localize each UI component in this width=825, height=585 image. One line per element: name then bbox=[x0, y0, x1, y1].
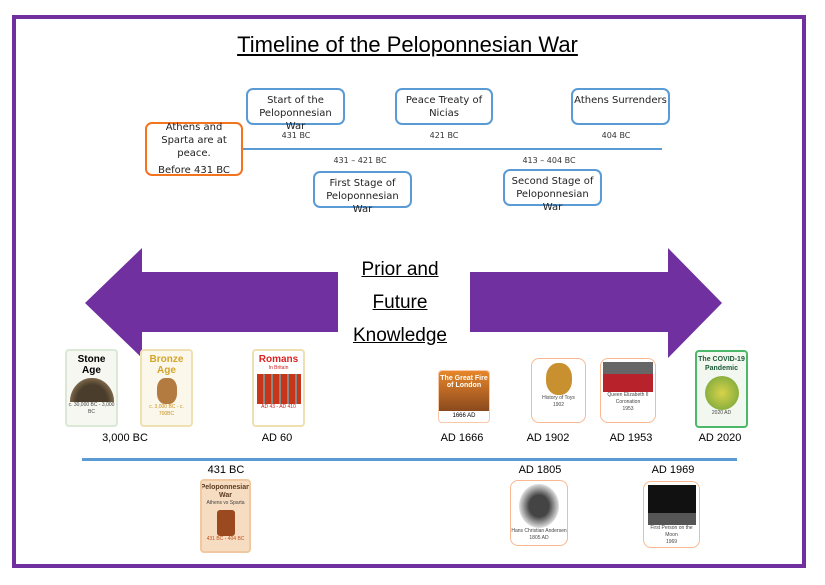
peace-date: Before 431 BC bbox=[158, 165, 230, 176]
card-title: Bronze Age bbox=[149, 354, 184, 376]
card-peloponnesian-war: Peloponnesian War Athens vs Sparta 431 B… bbox=[200, 479, 251, 553]
center-text-3: Knowledge bbox=[352, 325, 448, 346]
left-arrow bbox=[85, 248, 338, 358]
slide-frame bbox=[12, 15, 806, 568]
card-sub: c. 3,000 BC - c. 700BC bbox=[149, 404, 184, 417]
teddy-image bbox=[545, 363, 572, 395]
center-text-1: Prior and bbox=[361, 259, 439, 280]
card-title: Stone Age bbox=[77, 354, 106, 376]
peace-text: Athens and Sparta are at peace. bbox=[161, 122, 227, 159]
card-sub: AD 43 - AD 410 bbox=[261, 404, 296, 410]
card-coronation: Queen Elizabeth II Coronation 1953 bbox=[600, 358, 656, 423]
pot-image bbox=[156, 378, 177, 404]
card-stone-age: Stone Age c. 30,000 BC - 3,000 BC bbox=[65, 349, 118, 427]
card-sub2: Athens vs Sparta bbox=[206, 500, 245, 506]
event-peace-before: Athens and Sparta are at peace. Before 4… bbox=[145, 122, 243, 176]
card-sub: 1666 AD bbox=[452, 413, 476, 419]
card-sub: 2020 AD bbox=[711, 410, 732, 416]
vase-image bbox=[216, 510, 235, 536]
date-3000bc: 3,000 BC bbox=[102, 432, 148, 444]
card-sub: 1805 AD bbox=[529, 535, 549, 541]
card-sub: 1953 bbox=[622, 406, 634, 412]
moon-image bbox=[647, 485, 696, 525]
card-title: The Great Fire of London bbox=[439, 371, 489, 411]
right-arrow bbox=[470, 248, 722, 358]
card-title: Hans Christian Andersen bbox=[511, 528, 567, 534]
card-title: First Person on the Moon bbox=[650, 525, 693, 538]
date-label: 404 BC bbox=[601, 131, 631, 140]
card-sub: c. 30,000 BC - 3,000 BC bbox=[68, 402, 115, 415]
date-label: 421 BC bbox=[429, 131, 459, 140]
card-title: History of Toys bbox=[542, 395, 575, 401]
portrait-image bbox=[519, 484, 559, 528]
page-title: Timeline of the Peloponnesian War bbox=[237, 32, 578, 57]
date-ad1902: AD 1902 bbox=[526, 432, 570, 444]
card-title: Romans bbox=[258, 354, 299, 365]
soldiers-image bbox=[256, 374, 301, 404]
center-text-2: Future bbox=[372, 292, 428, 313]
card-toys: History of Toys 1902 bbox=[531, 358, 586, 423]
hut-image bbox=[69, 378, 114, 402]
card-moon-landing: First Person on the Moon 1969 bbox=[643, 481, 700, 548]
card-bronze-age: Bronze Age c. 3,000 BC - c. 700BC bbox=[140, 349, 193, 427]
card-title: Queen Elizabeth II Coronation bbox=[607, 392, 649, 405]
card-andersen: Hans Christian Andersen 1805 AD bbox=[510, 480, 568, 546]
date-ad1805: AD 1805 bbox=[518, 464, 562, 476]
date-label: 413 – 404 BC bbox=[522, 156, 576, 165]
card-title: The COVID-19 Pandemic bbox=[698, 356, 745, 372]
date-ad60: AD 60 bbox=[261, 432, 293, 444]
date-ad1666: AD 1666 bbox=[440, 432, 484, 444]
date-label: 431 BC bbox=[281, 131, 311, 140]
history-timeline-line bbox=[82, 458, 737, 461]
card-sub: 431 BC - 404 BC bbox=[206, 536, 245, 542]
card-romans: Romans In Britain AD 43 - AD 410 bbox=[252, 349, 305, 427]
card-sub2: In Britain bbox=[268, 365, 289, 371]
card-title: Peloponnesian War bbox=[200, 484, 251, 499]
date-ad2020: AD 2020 bbox=[698, 432, 742, 444]
balcony-image bbox=[603, 362, 653, 392]
card-sub: 1969 bbox=[665, 539, 678, 545]
date-ad1953: AD 1953 bbox=[609, 432, 653, 444]
card-great-fire: The Great Fire of London 1666 AD bbox=[438, 370, 490, 423]
war-timeline-line bbox=[243, 148, 662, 150]
date-label: 431 – 421 BC bbox=[333, 156, 387, 165]
event-athens-surrenders: Athens Surrenders bbox=[571, 88, 670, 125]
card-sub: 1902 bbox=[552, 402, 565, 408]
virus-image bbox=[704, 376, 739, 410]
event-peace-treaty: Peace Treaty of Nicias bbox=[395, 88, 493, 125]
card-covid: The COVID-19 Pandemic 2020 AD bbox=[695, 350, 748, 428]
date-431bc: 431 BC bbox=[207, 464, 245, 476]
date-ad1969: AD 1969 bbox=[651, 464, 695, 476]
